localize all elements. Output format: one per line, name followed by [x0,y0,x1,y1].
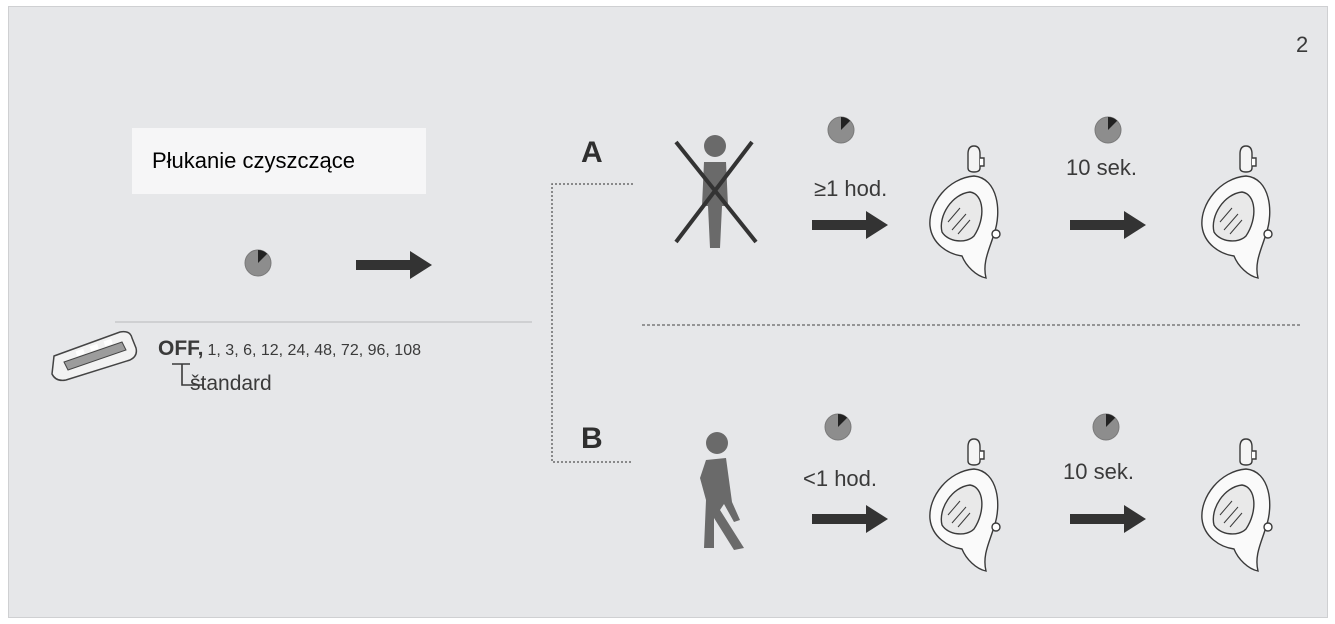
arrow-icon [812,211,888,239]
remote-control-icon [51,330,138,382]
arrow-icon [1070,505,1146,533]
clock-icon [824,413,852,441]
clock-icon [827,116,855,144]
urinal-icon [1201,438,1273,572]
crossed-person-icon [674,135,758,248]
title-box [132,128,426,194]
standard-label: štandard [190,372,272,395]
off-label: OFF, [158,337,204,360]
interval-settings: OFF,1, 3, 6, 12, 24, 48, 72, 96, 108 [158,337,421,361]
branch-b-letter: B [581,422,603,455]
urinal-icon [1201,145,1273,279]
branch-connector [551,183,633,463]
urinal-icon [929,438,1001,572]
diagram-title: Płukanie czyszczące [152,148,355,173]
clock-icon [1094,116,1122,144]
urinal-icon [929,145,1001,279]
arrow-icon [812,505,888,533]
branch-a-delay: 10 sek. [1066,155,1137,180]
clock-icon [1092,413,1120,441]
standard-bracket [172,363,204,386]
branch-b-delay: 10 sek. [1063,459,1134,484]
branch-a-condition: ≥1 hod. [814,176,888,201]
branch-b-condition: <1 hod. [803,466,878,491]
page-number: 2 [1296,32,1309,57]
arrow-icon [356,251,432,279]
walking-person-icon [700,432,744,550]
interval-values: 1, 3, 6, 12, 24, 48, 72, 96, 108 [207,342,422,359]
clock-icon [244,249,272,277]
branch-a-letter: A [581,136,603,169]
arrow-icon [1070,211,1146,239]
